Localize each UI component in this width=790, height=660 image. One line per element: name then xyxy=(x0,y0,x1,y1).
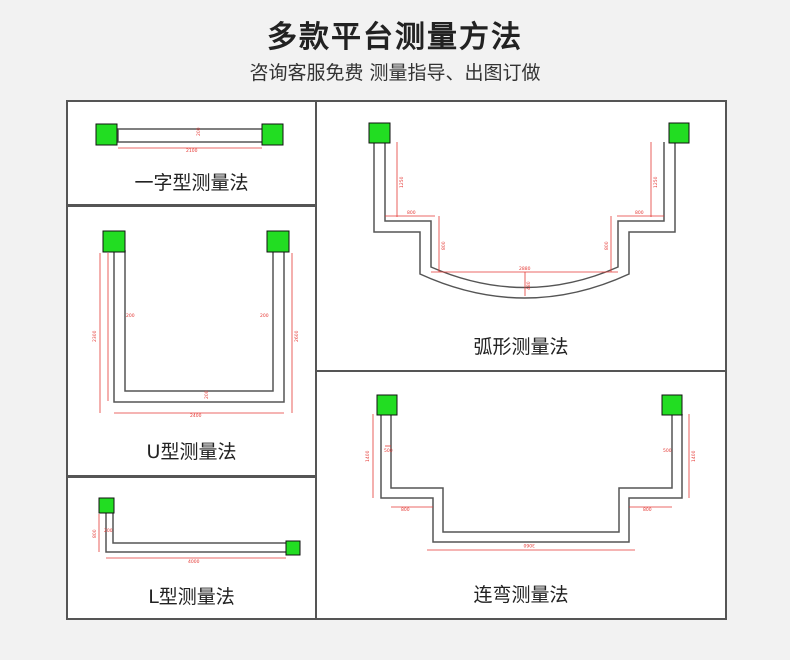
arc-pipe-outer xyxy=(373,142,676,299)
straight-dim-length: 2100 xyxy=(186,148,198,154)
bend-dim-1400-right: 1400 xyxy=(691,450,697,462)
panel-u-shape: 2300 200 200 2400 2600 200 U型测量法 xyxy=(66,205,317,477)
linked-bend-caption: 连弯测量法 xyxy=(473,584,569,606)
arc-dim-800-left-drop: 800 xyxy=(441,241,447,250)
bend-left-node xyxy=(376,394,398,416)
panel-arc: 1250 800 800 1250 800 800 2880 480 弧形测量法 xyxy=(315,100,727,372)
arc-dim-800-left-step: 800 xyxy=(407,210,416,216)
l-top-node xyxy=(98,497,115,514)
arc-left-node xyxy=(368,122,391,144)
linked-bend-diagram: 1400 500 1400 500 800 800 3060 xyxy=(365,394,697,551)
bend-dim-3060: 3060 xyxy=(523,542,535,548)
l-shape-diagram: 200 800 4000 xyxy=(92,497,301,565)
arc-right-node xyxy=(668,122,690,144)
u-dim-2600: 2600 xyxy=(294,330,300,342)
l-shape-caption: L型测量法 xyxy=(148,586,235,608)
straight-pipe xyxy=(117,128,266,143)
bend-dim-800-left: 800 xyxy=(401,507,410,513)
l-right-node xyxy=(285,540,301,556)
straight-caption: 一字型测量法 xyxy=(134,172,249,194)
bend-pipe-inner xyxy=(390,414,673,533)
panel-linked-bend: 1400 500 1400 500 800 800 3060 连弯测量法 xyxy=(315,370,727,620)
u-pipe xyxy=(113,250,285,403)
straight-dim-width: 200 xyxy=(196,127,202,136)
page-subtitle: 咨询客服免费 测量指导、出图订做 xyxy=(249,62,541,84)
straight-right-node xyxy=(261,123,284,146)
arc-dim-2880: 2880 xyxy=(519,266,531,272)
page-title: 多款平台测量方法 xyxy=(267,20,523,55)
u-dim-200-left: 200 xyxy=(126,313,135,319)
straight-left-node xyxy=(95,123,118,146)
arc-dim-800-right-step: 800 xyxy=(635,210,644,216)
u-shape-caption: U型测量法 xyxy=(146,441,237,463)
u-left-node xyxy=(102,230,126,253)
bend-dim-500-left: 500 xyxy=(384,448,393,454)
u-dim-2300: 2300 xyxy=(92,330,98,342)
bend-pipe-outer xyxy=(380,414,683,543)
u-shape-diagram: 2300 200 200 2400 2600 200 xyxy=(92,230,300,419)
u-dim-200-bottom: 200 xyxy=(204,390,210,399)
arc-caption: 弧形测量法 xyxy=(473,336,569,358)
arc-diagram: 1250 800 800 1250 800 800 2880 480 xyxy=(368,122,690,305)
u-right-node xyxy=(266,230,290,253)
u-dim-2400: 2400 xyxy=(190,413,202,419)
arc-dim-1250-left: 1250 xyxy=(399,176,405,188)
bend-dim-1400-left: 1400 xyxy=(365,450,371,462)
bend-dim-500-right: 500 xyxy=(663,448,672,454)
arc-pipe-inner xyxy=(384,142,665,289)
arc-pipe-fill xyxy=(375,142,685,305)
panel-straight: 2100 200 一字型测量法 xyxy=(66,100,317,206)
l-dim-4000: 4000 xyxy=(188,559,200,565)
l-pipe xyxy=(105,511,291,553)
bend-dim-800-right: 800 xyxy=(643,507,652,513)
arc-dim-480: 480 xyxy=(526,281,532,290)
arc-dim-1250-right: 1250 xyxy=(653,176,659,188)
bend-right-node xyxy=(661,394,683,416)
straight-diagram: 2100 200 xyxy=(95,123,284,154)
arc-dim-800-right-drop: 800 xyxy=(604,241,610,250)
l-dim-200: 200 xyxy=(104,528,113,534)
l-dim-800: 800 xyxy=(92,529,98,538)
panel-l-shape: 200 800 4000 L型测量法 xyxy=(66,476,317,620)
u-dim-200-right: 200 xyxy=(260,313,269,319)
